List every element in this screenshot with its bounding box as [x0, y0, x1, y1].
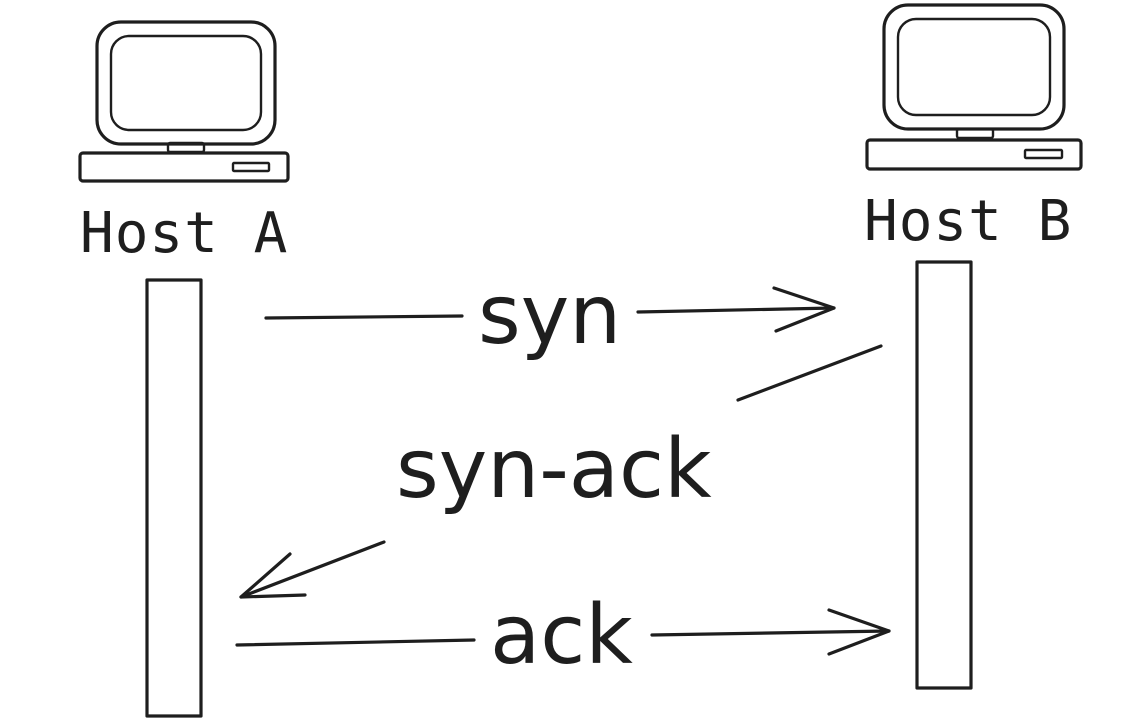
syn-label: syn — [478, 268, 621, 363]
host-a-label: Host A — [80, 201, 288, 266]
syn-arrow — [264, 286, 836, 333]
syn-ack-label: syn-ack — [396, 422, 712, 517]
host-b-computer-icon — [865, 3, 1083, 171]
ack-label: ack — [490, 588, 633, 683]
host-a-computer-icon — [78, 20, 290, 183]
host-b-lifeline — [915, 260, 973, 690]
syn-ack-arrow — [239, 344, 883, 599]
host-b-label: Host B — [864, 189, 1072, 254]
host-a-lifeline — [145, 278, 203, 718]
ack-arrow — [235, 608, 891, 656]
